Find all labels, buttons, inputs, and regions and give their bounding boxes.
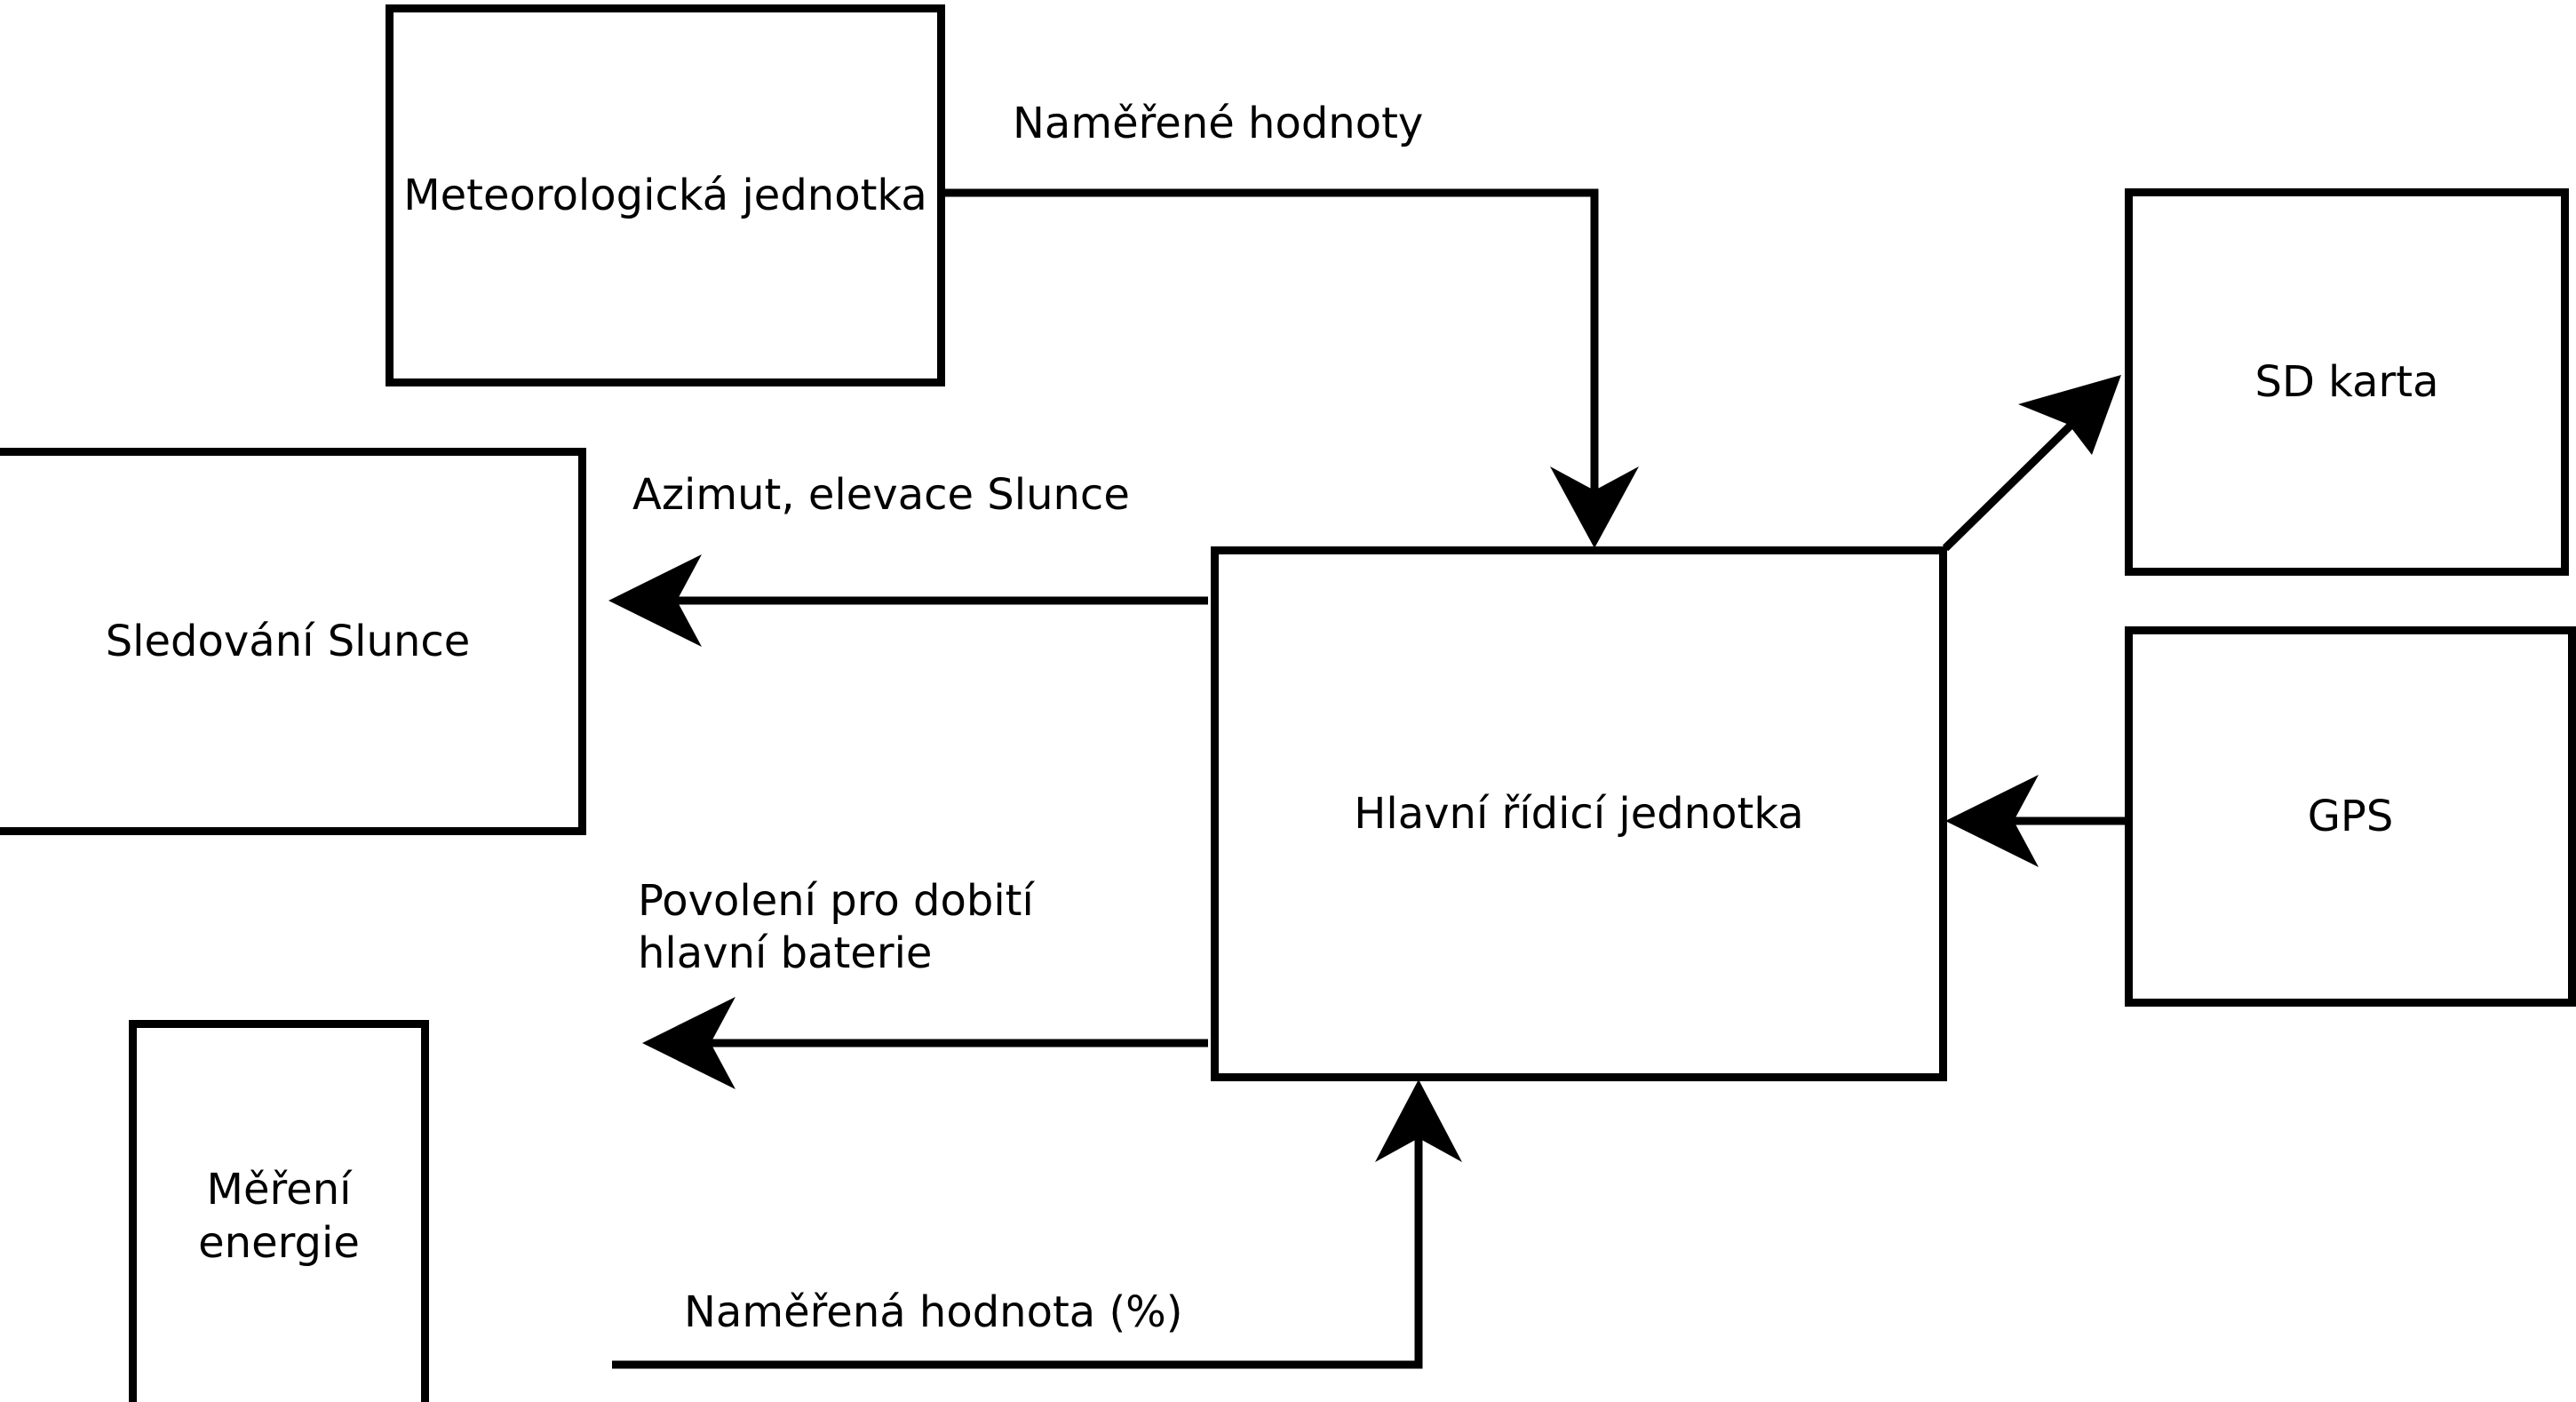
connector-main-to-energy	[642, 997, 1208, 1089]
connector-meteo-to-main	[944, 188, 1639, 548]
edge-label-measured-values: Naměřené hodnoty	[1013, 99, 1424, 148]
edge-label-azimuth-elevation: Azimut, elevace Slunce	[632, 470, 1130, 520]
connector-gps-to-main	[1945, 775, 2126, 867]
connector-energy-to-main	[612, 1079, 1462, 1369]
node-sd-card-label: SD karta	[2254, 357, 2439, 407]
node-main-control-unit-label: Hlavní řídicí jednotka	[1354, 789, 1804, 839]
node-gps[interactable]: GPS	[2125, 626, 2576, 1007]
node-meteo-unit[interactable]: Meteorologická jednotka	[386, 4, 945, 386]
node-sun-tracking[interactable]: Sledování Slunce	[0, 448, 586, 835]
node-sun-tracking-label: Sledování Slunce	[105, 617, 471, 666]
node-energy-measurement-label: Měření energie	[198, 1165, 360, 1268]
node-energy-measurement[interactable]: Měření energie	[129, 1020, 429, 1402]
node-meteo-unit-label: Meteorologická jednotka	[403, 171, 927, 220]
edge-label-battery-charge-permission: Povolení pro dobití hlavní baterie	[638, 876, 1034, 978]
node-main-control-unit[interactable]: Hlavní řídicí jednotka	[1211, 546, 1947, 1081]
node-gps-label: GPS	[2307, 792, 2394, 841]
node-sd-card[interactable]: SD karta	[2125, 188, 2569, 576]
connector-main-to-tracking	[608, 554, 1208, 647]
edge-label-measured-value-percent: Naměřená hodnota (%)	[684, 1287, 1183, 1337]
connector-main-to-sdcard	[1942, 375, 2121, 552]
